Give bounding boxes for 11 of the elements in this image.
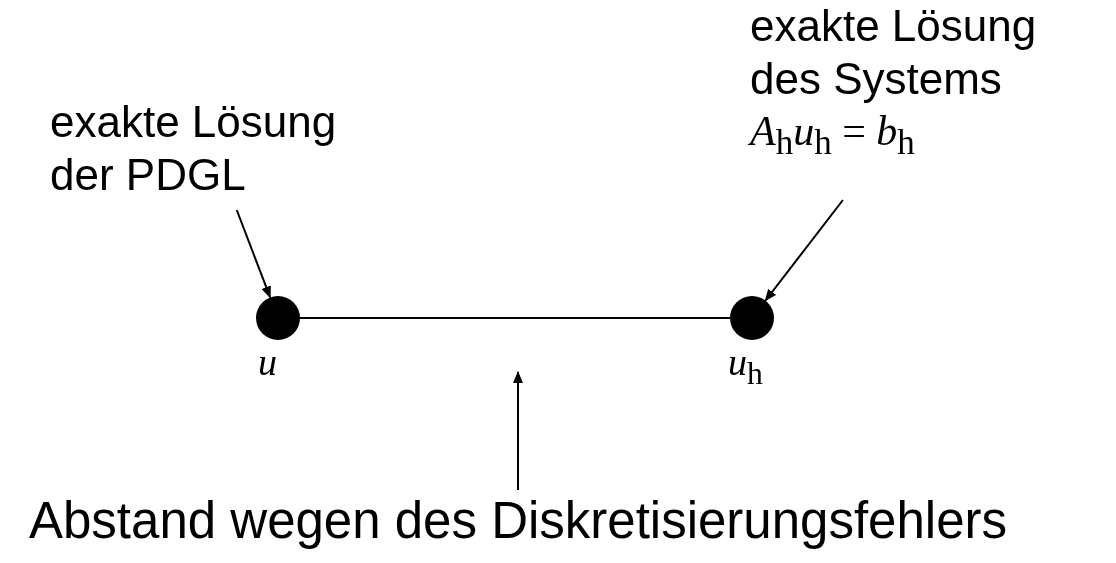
leader-line	[513, 371, 523, 491]
arrow	[235, 209, 272, 299]
variable-label: u$_{h}$	[728, 340, 763, 392]
point-marker	[256, 296, 300, 340]
variable-label: u	[258, 340, 277, 384]
annotation-text: exakte Lösung des Systems	[750, 0, 1038, 105]
arrow	[764, 199, 844, 302]
annotation-text: exakte Lösung der PDGL	[50, 96, 338, 201]
point-marker	[730, 296, 774, 340]
annotation-text: Abstand wegen des Diskretisierungsfehlers	[29, 491, 1007, 551]
connector-line	[299, 317, 731, 319]
